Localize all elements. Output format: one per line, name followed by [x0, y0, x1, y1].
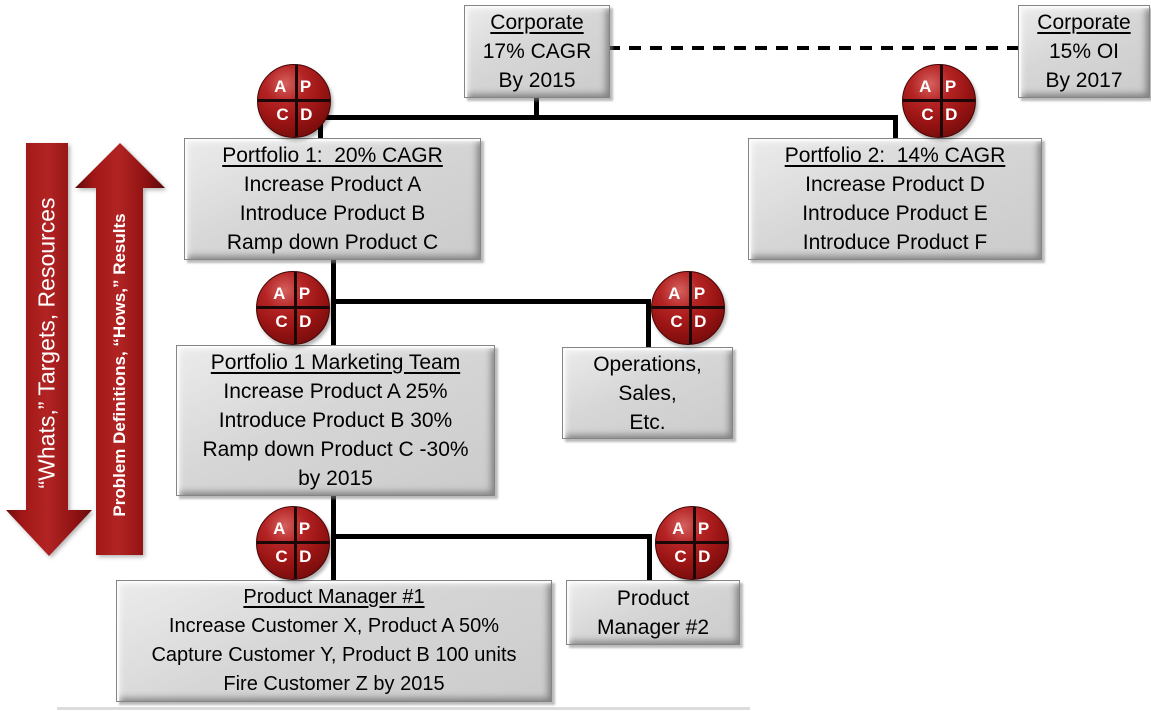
node-line: Ramp down Product C -30% [202, 438, 469, 461]
pdca-letter: A [274, 77, 287, 97]
pdca-cross-line [294, 272, 297, 344]
node-line: By 2015 [498, 69, 576, 92]
pdca-letter: P [944, 77, 957, 97]
pdca-cycle-icon: A P C D [902, 64, 976, 138]
node-line: Fire Customer Z by 2015 [223, 673, 445, 695]
node-line: 15% OI [1048, 40, 1120, 63]
pdca-letter: C [670, 312, 683, 332]
up-arrow-shape: Problem Definitions, “Hows,” Results [75, 143, 165, 555]
node-line: Increase Customer X, Product A 50% [168, 615, 500, 637]
pdca-cross-line [689, 272, 692, 344]
pdca-letter: A [273, 284, 286, 304]
pdca-cross-line [294, 507, 297, 579]
operations-sales-box: Operations, Sales, Etc. [562, 347, 733, 439]
product-manager-1-box: Product Manager #1 Increase Customer X, … [116, 580, 552, 702]
pdca-cross-line [903, 99, 975, 102]
node-title: Portfolio 1: 20% CAGR [222, 144, 443, 167]
whats-targets-resources-arrow: “Whats,” Targets, Resources [2, 143, 96, 557]
node-line: Ramp down Product C [226, 231, 439, 254]
pdca-cross-line [940, 65, 943, 137]
pdca-letter: A [273, 519, 286, 539]
pdca-cross-line [258, 99, 330, 102]
pdca-cross-line [656, 541, 728, 544]
node-line: Increase Product A [243, 173, 422, 196]
node-title: Product Manager #1 [243, 586, 425, 608]
pdca-letter: C [275, 547, 288, 567]
pdca-letter: A [672, 519, 685, 539]
connector [893, 115, 898, 139]
pdca-cycle-icon: A P C D [256, 271, 330, 345]
portfolio-2-box: Portfolio 2: 14% CAGR Increase Product D… [748, 138, 1042, 260]
connector [331, 534, 652, 539]
node-line: Introduce Product E [802, 202, 988, 225]
node-title: Corporate [1037, 11, 1131, 34]
connector [318, 115, 323, 139]
pdca-letter: C [674, 547, 687, 567]
node-title: Corporate [490, 11, 584, 34]
connector [647, 534, 652, 581]
node-line: Introduce Product B 30% [218, 409, 453, 432]
problem-definitions-hows-results-arrow: Problem Definitions, “Hows,” Results [75, 143, 165, 555]
pdca-cross-line [693, 507, 696, 579]
pdca-letter: C [275, 312, 288, 332]
pdca-letter: D [300, 105, 313, 125]
node-line: By 2017 [1045, 69, 1123, 92]
portfolio-1-marketing-team-box: Portfolio 1 Marketing Team Increase Prod… [176, 345, 495, 496]
cutoff-element-strip [57, 707, 750, 710]
product-manager-2-box: Product Manager #2 [566, 580, 740, 645]
pdca-letter: P [697, 519, 710, 539]
pdca-letter: P [298, 519, 311, 539]
pdca-letter: A [668, 284, 681, 304]
pdca-cycle-icon: A P C D [655, 506, 729, 580]
pdca-cycle-icon: A P C D [651, 271, 725, 345]
node-line: Manager #2 [596, 615, 710, 639]
pdca-cross-line [295, 65, 298, 137]
node-line: Product [616, 586, 690, 610]
pdca-letter: P [299, 77, 312, 97]
node-line: Etc. [629, 410, 666, 434]
pdca-letter: D [945, 105, 958, 125]
pdca-letter: P [693, 284, 706, 304]
pdca-cross-line [257, 306, 329, 309]
pdca-letter: P [298, 284, 311, 304]
node-line: Increase Product A 25% [223, 380, 448, 403]
pdca-letter: D [299, 312, 312, 332]
pdca-letter: C [921, 105, 934, 125]
pdca-letter: C [276, 105, 289, 125]
node-line: Increase Product D [805, 173, 985, 196]
node-line: Introduce Product F [802, 231, 988, 254]
node-line: Introduce Product B [239, 202, 426, 225]
pdca-cycle-icon: A P C D [256, 506, 330, 580]
pdca-letter: A [919, 77, 932, 97]
node-line: Sales, [618, 381, 677, 405]
pdca-letter: D [694, 312, 707, 332]
connector [331, 299, 651, 304]
corporate-right-box: Corporate 15% OI By 2017 [1018, 5, 1150, 98]
corporate-dashed-link [608, 46, 1020, 50]
pdca-letter: D [698, 547, 711, 567]
up-arrow-label: Problem Definitions, “Hows,” Results [110, 213, 129, 517]
node-title: Portfolio 2: 14% CAGR [784, 144, 1006, 167]
connector [534, 97, 539, 119]
node-line: by 2015 [298, 467, 373, 490]
pdca-letter: D [299, 547, 312, 567]
pdca-cross-line [652, 306, 724, 309]
connector [318, 115, 898, 120]
portfolio-1-box: Portfolio 1: 20% CAGR Increase Product A… [184, 138, 481, 260]
node-line: 17% CAGR [482, 40, 592, 63]
node-line: Capture Customer Y, Product B 100 units [151, 644, 517, 666]
pdca-cycle-icon: A P C D [257, 64, 331, 138]
down-arrow-label: “Whats,” Targets, Resources [33, 197, 60, 489]
node-title: Portfolio 1 Marketing Team [210, 351, 461, 374]
pdca-cross-line [257, 541, 329, 544]
node-line: Operations, [593, 352, 702, 376]
connector [646, 299, 651, 348]
corporate-main-box: Corporate 17% CAGR By 2015 [464, 5, 610, 98]
